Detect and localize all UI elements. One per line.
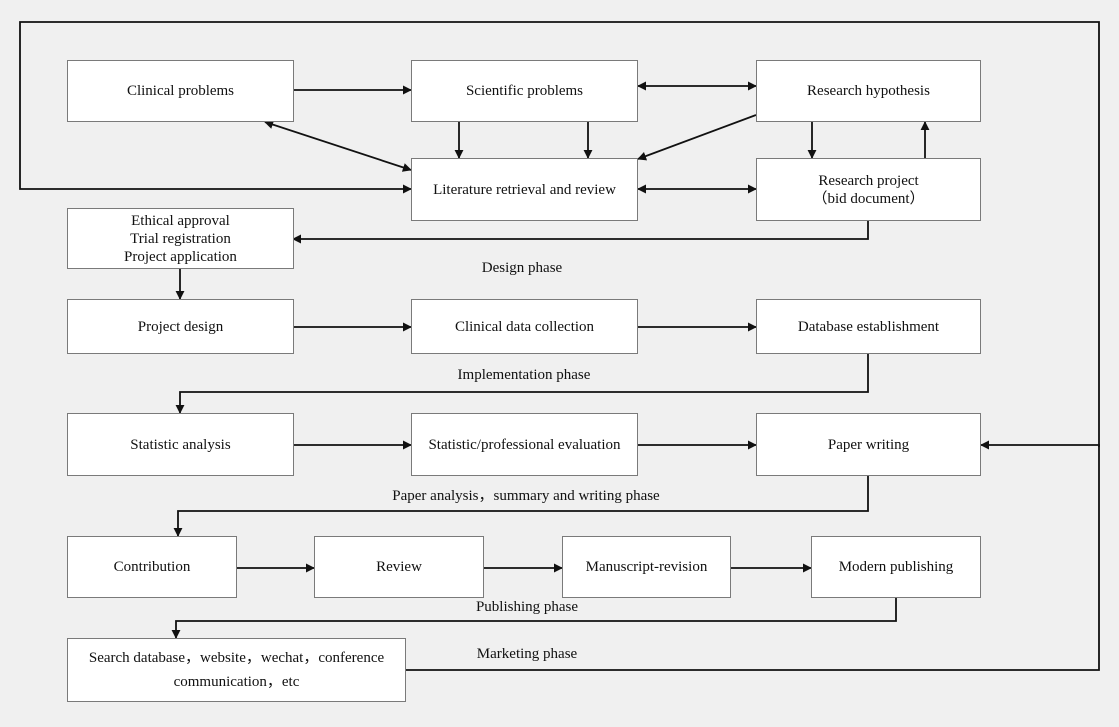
box-label: Paper writing (827, 436, 910, 453)
phase-label-marketing: Marketing phase (476, 646, 578, 662)
box-label: Clinical problems (126, 83, 235, 99)
phase-label-paper-analysis: Paper analysis，summary and writing phase (392, 488, 660, 504)
box-contribution: Contribution (67, 536, 237, 598)
box-label: Statistic/professional evaluation (428, 436, 621, 453)
box-search-database: Search database，website，wechat，conferenc… (67, 638, 406, 702)
arrow-clinical-literature (264, 120, 412, 172)
box-label: Project design (137, 318, 224, 335)
box-manuscript-revision: Manuscript-revision (562, 536, 731, 598)
box-label: Scientific problems (465, 83, 584, 99)
box-label-line3: Project application (124, 248, 237, 265)
arrow-database-to-statistic (175, 354, 869, 414)
box-label: Database establishment (797, 318, 940, 335)
phase-label-design: Design phase (481, 260, 563, 276)
box-clinical-problems: Clinical problems (67, 60, 294, 122)
box-research-project: Research project （bid document） (756, 158, 981, 221)
box-label: Clinical data collection (454, 318, 595, 335)
box-label: Research hypothesis (807, 83, 930, 99)
arrow-hypothesis-to-literature (637, 114, 757, 161)
phase-label-implementation: Implementation phase (457, 367, 591, 383)
box-database-establishment: Database establishment (756, 299, 981, 354)
box-label: Contribution (113, 559, 191, 575)
box-statistic-evaluation: Statistic/professional evaluation (411, 413, 638, 476)
box-label-line1: Search database，website，wechat，conferenc… (88, 650, 385, 666)
box-label: Manuscript-revision (585, 559, 708, 575)
box-label-line2: Trial registration (130, 230, 231, 247)
box-label-line1: Research project (818, 172, 919, 189)
box-label-line2: communication，etc (173, 674, 300, 690)
box-review: Review (314, 536, 484, 598)
box-statistic-analysis: Statistic analysis (67, 413, 294, 476)
box-scientific-problems: Scientific problems (411, 60, 638, 122)
box-label: Modern publishing (838, 559, 954, 575)
box-label-line2: （bid document） (812, 190, 925, 207)
arrow-paper-to-contribution (173, 476, 869, 537)
box-paper-writing: Paper writing (756, 413, 981, 476)
box-ethical-approval: Ethical approval Trial registration Proj… (67, 208, 294, 269)
box-project-design: Project design (67, 299, 294, 354)
box-literature-review: Literature retrieval and review (411, 158, 638, 221)
box-clinical-data-collection: Clinical data collection (411, 299, 638, 354)
box-label: Literature retrieval and review (433, 181, 616, 198)
arrow-project-to-ethical (292, 221, 869, 244)
box-label: Statistic analysis (130, 436, 231, 453)
box-modern-publishing: Modern publishing (811, 536, 981, 598)
arrow-publishing-to-search (171, 598, 897, 639)
arrow-marketing-feedback (406, 440, 1100, 671)
arrow-outer-loop-to-literature (19, 21, 1100, 447)
box-research-hypothesis: Research hypothesis (756, 60, 981, 122)
box-label-line1: Ethical approval (131, 212, 230, 229)
phase-label-publishing: Publishing phase (475, 599, 579, 615)
box-label: Review (376, 559, 422, 575)
